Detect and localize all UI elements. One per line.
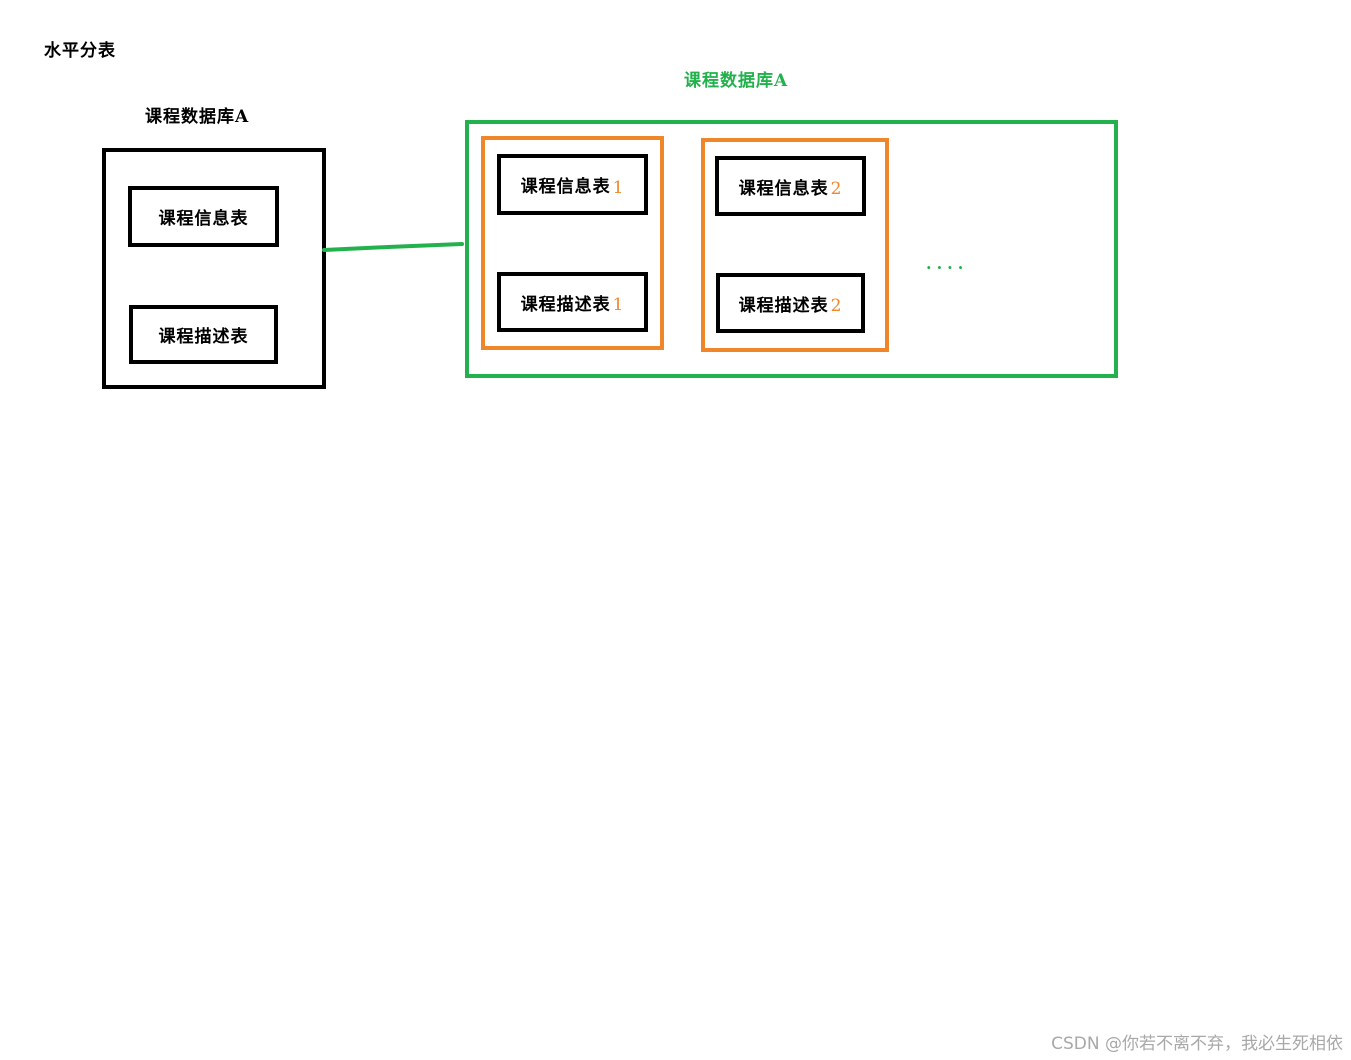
shard1-info-table-label: 课程信息表 — [520, 177, 611, 197]
page-title: 水平分表 — [44, 41, 116, 61]
left-db-label: 课程数据库A — [145, 107, 250, 127]
shard1-desc-index: 1 — [612, 295, 625, 315]
shard-container — [465, 120, 1118, 378]
right-db-label: 课程数据库A — [684, 71, 789, 91]
shard2-info-index: 2 — [830, 179, 843, 199]
watermark: CSDN @你若不离不弃，我必生死相依 — [1051, 1034, 1343, 1054]
shard1-desc-table-label: 课程描述表 — [520, 294, 611, 315]
shard2-desc-table-label: 课程描述表 — [738, 295, 829, 316]
shard2-info-table-label: 课程信息表 — [738, 178, 829, 199]
left-info-table: 课程信息表 — [128, 186, 279, 247]
shard1-info-index: 1 — [612, 177, 625, 198]
shard-group-2 — [701, 138, 889, 352]
shard-group-1 — [481, 136, 664, 350]
more-shards-ellipsis: .... — [926, 254, 969, 273]
shard2-desc-index: 2 — [830, 296, 843, 316]
left-desc-table: 课程描述表 — [129, 305, 278, 364]
